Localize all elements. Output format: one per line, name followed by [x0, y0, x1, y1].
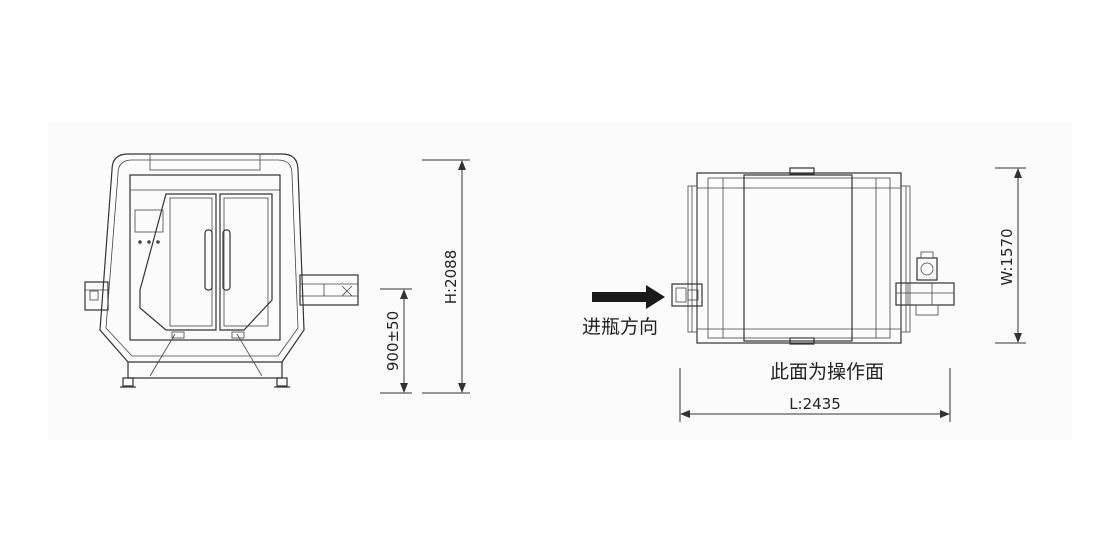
width-dimension	[995, 167, 1026, 344]
conveyor-height-dimension	[380, 288, 412, 394]
infeed-direction-arrow	[592, 285, 665, 309]
left-conveyor	[84, 281, 109, 311]
infeed-direction-label: 进瓶方向	[582, 316, 658, 338]
top-view-machine	[671, 167, 955, 345]
conveyor-height-label: 900±50	[384, 311, 402, 371]
operating-side-label: 此面为操作面	[770, 361, 884, 383]
length-dimension-label: L:2435	[789, 395, 841, 413]
height-dimension	[422, 159, 470, 394]
front-view-machine	[84, 153, 359, 388]
width-dimension-label: W:1570	[998, 228, 1016, 285]
height-dimension-label: H:2088	[442, 250, 460, 305]
right-conveyor	[299, 274, 359, 306]
length-dimension	[679, 368, 951, 422]
